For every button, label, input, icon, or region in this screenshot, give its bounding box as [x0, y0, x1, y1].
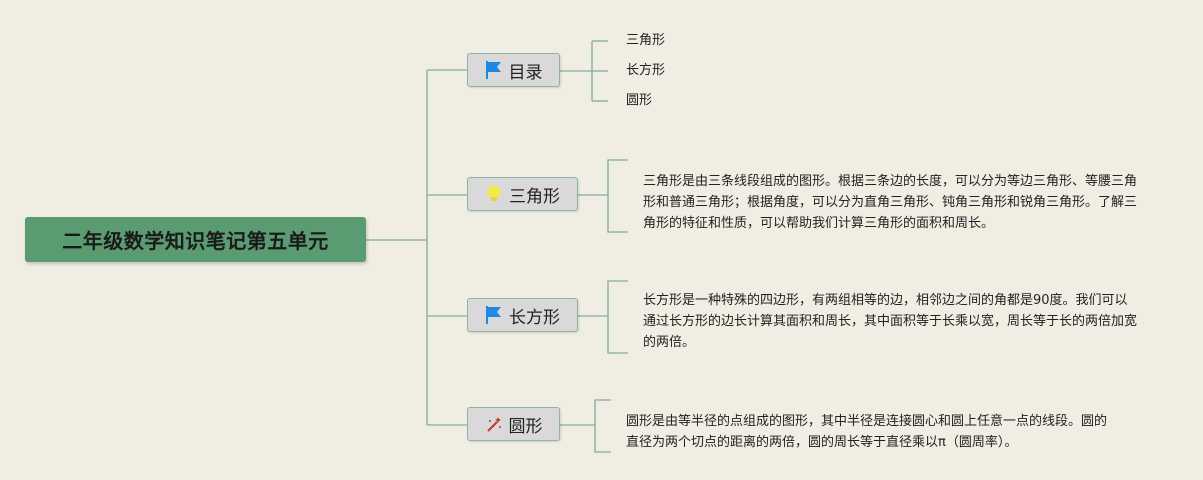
- branch-label: 长方形: [509, 307, 560, 328]
- magic-wand-icon: [485, 415, 503, 433]
- contents-item-rectangle[interactable]: 长方形: [626, 63, 666, 78]
- branch-node-triangle[interactable]: 三角形: [467, 177, 578, 211]
- blue-flag-icon: [485, 60, 503, 80]
- rectangle-description: 长方形是一种特殊的四边形，有两组相等的边，相邻边之间的角都是90度。我们可以通过…: [643, 293, 1138, 350]
- branch-node-rectangle[interactable]: 长方形: [467, 298, 578, 332]
- branch-node-contents[interactable]: 目录: [467, 53, 560, 87]
- branch-label: 三角形: [509, 186, 560, 207]
- branch-node-circle[interactable]: 圆形: [467, 407, 560, 441]
- root-node[interactable]: 二年级数学知识笔记第五单元: [25, 217, 366, 262]
- circle-description: 圆形是由等半径的点组成的图形，其中半径是连接圆心和圆上任意一点的线段。圆的直径为…: [626, 414, 1108, 450]
- branch-label: 圆形: [508, 416, 543, 437]
- triangle-description: 三角形是由三条线段组成的图形。根据三条边的长度，可以分为等边三角形、等腰三角形和…: [643, 174, 1138, 231]
- blue-flag-icon: [485, 305, 503, 325]
- branch-label: 目录: [508, 62, 543, 83]
- contents-item-circle[interactable]: 圆形: [626, 93, 653, 108]
- root-title: 二年级数学知识笔记第五单元: [62, 229, 329, 253]
- contents-item-triangle[interactable]: 三角形: [626, 33, 666, 48]
- lightbulb-icon: [485, 184, 503, 204]
